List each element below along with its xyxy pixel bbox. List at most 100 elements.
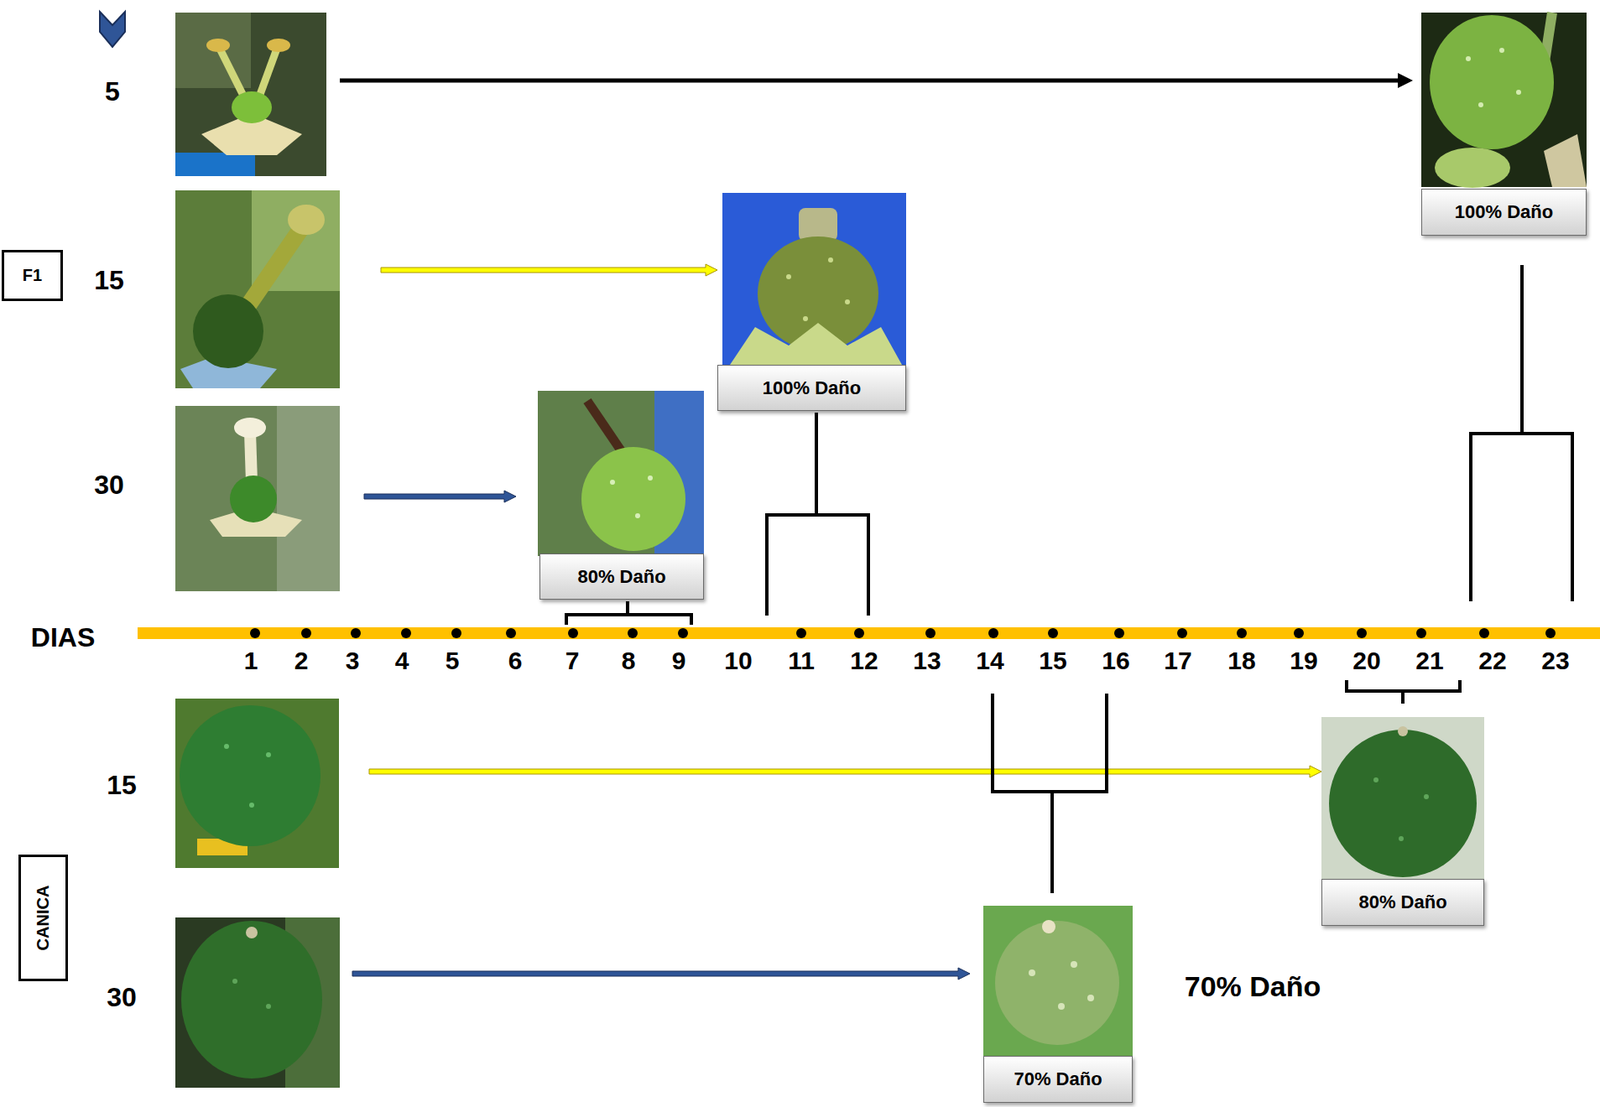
speckle-dot (1516, 89, 1522, 95)
damage-box: 80% Daño (539, 553, 704, 600)
day-dot (1177, 628, 1188, 639)
day-number: 5 (445, 648, 460, 674)
speckle-dot (802, 316, 808, 322)
day-dot (627, 628, 638, 639)
speckle-dot (828, 257, 834, 263)
group-box: CANICA (18, 854, 68, 982)
fruit-shape (181, 921, 323, 1079)
day-dot (250, 628, 261, 639)
axis-title: DIAS (31, 624, 95, 652)
flower-photo (175, 190, 340, 389)
speckle-dot (786, 274, 792, 280)
ovary-shape (192, 294, 264, 369)
photo-ground (276, 406, 340, 592)
flower-photo (175, 406, 340, 592)
time-arrow (364, 490, 516, 503)
photo-ground (175, 152, 256, 177)
box-text: 70% Daño (1013, 1068, 1102, 1091)
day-number: 16 (1101, 648, 1130, 674)
speckle-dot (1499, 47, 1505, 53)
box-text: 100% Daño (1454, 201, 1554, 224)
day-count: 30 (93, 471, 125, 499)
day-number: 18 (1227, 648, 1256, 674)
photo-ground (722, 192, 907, 365)
stigma-shape (266, 38, 291, 53)
speckle-dot (844, 299, 850, 305)
speckle-dot (1423, 794, 1429, 800)
damage-box: 100% Daño (717, 364, 907, 412)
fruit-photo (175, 698, 339, 869)
day-number: 4 (395, 648, 410, 674)
arrow-head (1397, 72, 1413, 89)
fruit-shape (1328, 729, 1477, 878)
day-count: 15 (106, 771, 137, 799)
style-shape (258, 48, 277, 100)
brackets (566, 265, 1573, 894)
day-count: 30 (106, 984, 137, 1012)
photo-ground (175, 12, 251, 89)
day-dot (1479, 628, 1490, 639)
day-dots (250, 628, 1556, 639)
speckle-dot (609, 479, 615, 485)
stigma-shape (206, 38, 230, 53)
speckle-dot (224, 744, 230, 750)
box-text: 80% Daño (577, 566, 666, 589)
speckle-dot (1478, 102, 1484, 108)
sepal-shape (729, 323, 902, 365)
fruit-photo (983, 906, 1133, 1057)
photo-ground (175, 406, 340, 592)
day-dot (988, 628, 999, 639)
speckle-dot (1465, 56, 1471, 62)
day-number: 8 (621, 648, 636, 674)
speckle-dot (647, 475, 653, 481)
style-shape (219, 48, 245, 100)
day-dot (451, 628, 462, 639)
day-dot (854, 628, 865, 639)
speckle-dot (265, 1004, 272, 1010)
damage-note: 70% Daño (1184, 972, 1322, 1001)
group-box: F1 (1, 250, 63, 302)
photo-ground (537, 390, 704, 557)
day-number: 14 (975, 648, 1004, 674)
day-dot (401, 628, 412, 639)
stigma-shape (287, 204, 325, 235)
fruit-shape (179, 705, 321, 847)
style-scar (1397, 726, 1408, 737)
day-number: 2 (294, 648, 309, 674)
speckle-dot (249, 802, 255, 808)
photo-ground (983, 906, 1133, 1057)
ovary-shape (229, 475, 277, 523)
speckle-dot (1057, 1003, 1065, 1011)
day-number: 20 (1352, 648, 1381, 674)
fruit-photo (537, 390, 704, 557)
fruit-photo (1421, 12, 1587, 188)
day-number: 3 (345, 648, 360, 674)
ovary-shape (231, 91, 272, 124)
box-text: 80% Daño (1358, 891, 1447, 914)
range-bracket (1470, 265, 1573, 602)
day-dot (925, 628, 936, 639)
petal-shape (1543, 134, 1587, 188)
day-number: 12 (849, 648, 878, 674)
stem-shape (587, 401, 623, 454)
time-arrow (352, 968, 970, 980)
day-dot (505, 628, 516, 639)
day-dot (1545, 628, 1556, 639)
box-text: F1 (22, 265, 42, 286)
day-count: 5 (104, 78, 120, 105)
day-number: 6 (508, 648, 523, 674)
day-number: 22 (1478, 648, 1507, 674)
time-arrow (339, 78, 1400, 84)
day-dot (1047, 628, 1058, 639)
time-arrow (369, 766, 1322, 778)
day-number: 13 (912, 648, 941, 674)
day-number: 15 (1038, 648, 1067, 674)
fruit-photo (175, 917, 340, 1089)
speckle-dot (1373, 777, 1379, 783)
style-scar (245, 927, 258, 939)
photo-ground (1421, 12, 1587, 188)
